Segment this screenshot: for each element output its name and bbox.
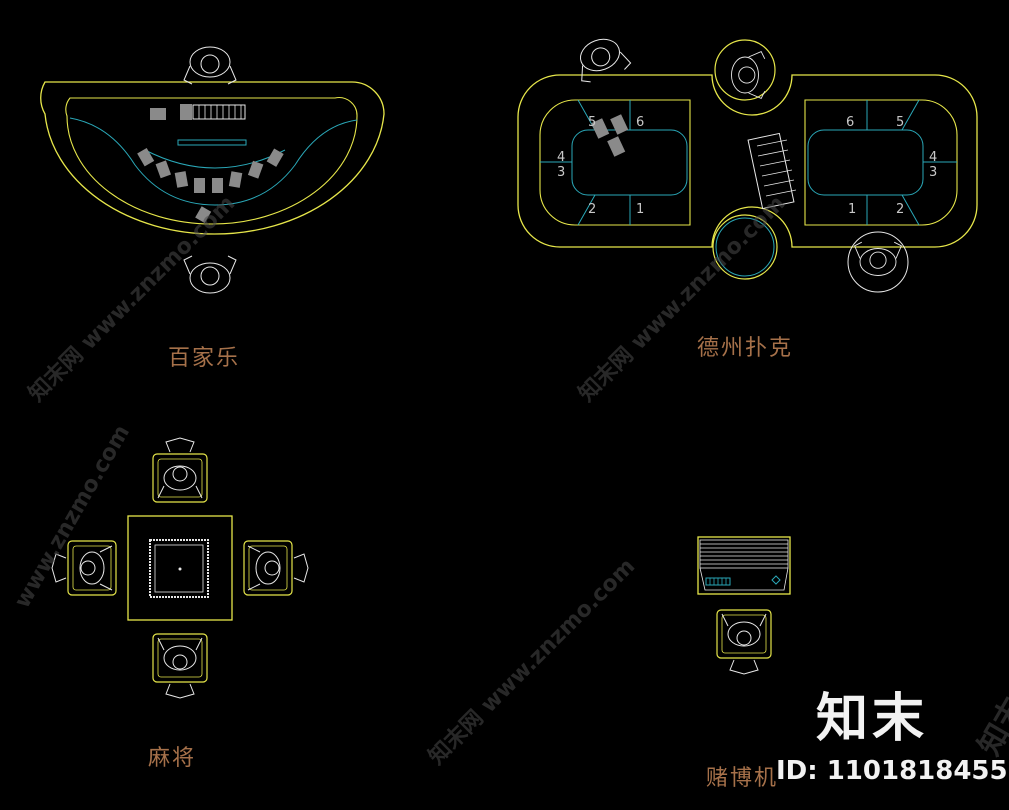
person-icon	[569, 31, 633, 86]
seat-number: 5	[896, 115, 904, 130]
person-icon	[183, 255, 237, 294]
seat-number: 1	[636, 202, 644, 217]
chip-rack	[747, 132, 797, 210]
chair-icon	[243, 540, 309, 596]
seat-number: 6	[846, 115, 854, 130]
seat-number: 3	[929, 165, 937, 180]
id-text: ID: 1101818455	[776, 756, 1008, 786]
texas-holdem-table	[517, 31, 978, 293]
seat-number: 5	[588, 115, 596, 130]
chip-tray	[192, 104, 246, 120]
seat-number: 6	[636, 115, 644, 130]
slot-machine	[697, 536, 791, 675]
seat-number: 4	[557, 150, 565, 165]
brand-logo: 知末	[816, 689, 929, 749]
chair-icon	[152, 437, 208, 503]
label-slot-machine: 赌博机	[706, 766, 779, 791]
baccarat-table	[40, 46, 385, 294]
label-texas-holdem: 德州扑克	[697, 336, 794, 361]
seat-number: 3	[557, 165, 565, 180]
seat-number: 1	[848, 202, 856, 217]
seat-number: 4	[929, 150, 937, 165]
label-mahjong: 麻将	[148, 746, 197, 771]
chair-icon	[716, 609, 772, 675]
person-icon	[183, 46, 237, 85]
seat-number: 2	[896, 202, 904, 217]
person-icon	[731, 51, 766, 99]
chair-icon	[152, 633, 208, 699]
seat-number: 2	[588, 202, 596, 217]
mahjong-table	[51, 437, 309, 699]
label-baccarat: 百家乐	[168, 346, 241, 371]
